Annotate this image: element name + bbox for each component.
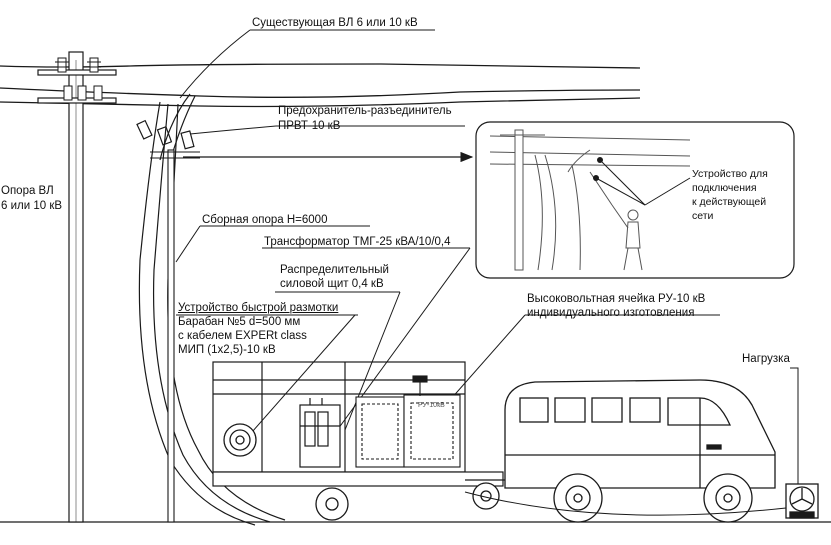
cell-marking-text: РУ-10кВ [418, 402, 445, 409]
assembly-pole-label: Сборная опора Н=6000 [202, 214, 328, 226]
fast-unwind-label-line3: с кабелем EXPERt class [178, 330, 307, 342]
fuse-disconnector-icon [136, 119, 195, 150]
van-icon [504, 379, 776, 489]
fuse-disconnector-label-line2: ПРВТ-10 кВ [278, 120, 341, 132]
van-wheel-icon [553, 473, 753, 523]
transformer-icon [299, 398, 341, 468]
fast-unwind-label-line1: Устройство быстрой размотки [178, 302, 339, 314]
fast-unwind-label-line4: МИП (1х2,5)-10 кВ [178, 344, 276, 356]
trailer-icon [212, 361, 520, 487]
leader-lines [175, 29, 799, 490]
trailer-wheel-icon [315, 482, 500, 521]
utility-pole-icon [37, 51, 117, 523]
existing-line-label: Существующая ВЛ 6 или 10 кВ [252, 17, 418, 29]
worker-icon [589, 171, 643, 271]
fuse-disconnector-label-line1: Предохранитель-разъединитель [278, 105, 452, 117]
inset-caption: Устройство для подключения к действующей… [692, 168, 768, 222]
fast-unwind-label-line2: Барабан №5 d=500 мм [178, 316, 301, 328]
distribution-board-icon [355, 396, 405, 468]
hv-cell-label-line2: индивидуального изготовления [527, 307, 695, 319]
distribution-board-label-line2: силовой щит 0,4 кВ [280, 278, 384, 290]
cable-drum-icon [223, 423, 257, 457]
insulator-icon [55, 57, 103, 101]
load-cable [464, 491, 787, 516]
assembly-pole-icon [150, 149, 200, 523]
transformer-label: Трансформатор ТМГ-25 кВА/10/0,4 [264, 236, 451, 248]
pole-label-line1: Опора ВЛ [1, 185, 54, 197]
pole-label-line2: 6 или 10 кВ [1, 200, 63, 212]
inset-panel [475, 121, 795, 279]
fan-load-icon [785, 483, 819, 519]
distribution-board-label-line1: Распределительный [280, 264, 389, 276]
load-label: Нагрузка [742, 353, 790, 365]
hv-cell-label-line1: Высоковольтная ячейка РУ-10 кВ [527, 293, 706, 305]
hv-cell-icon [403, 375, 461, 468]
